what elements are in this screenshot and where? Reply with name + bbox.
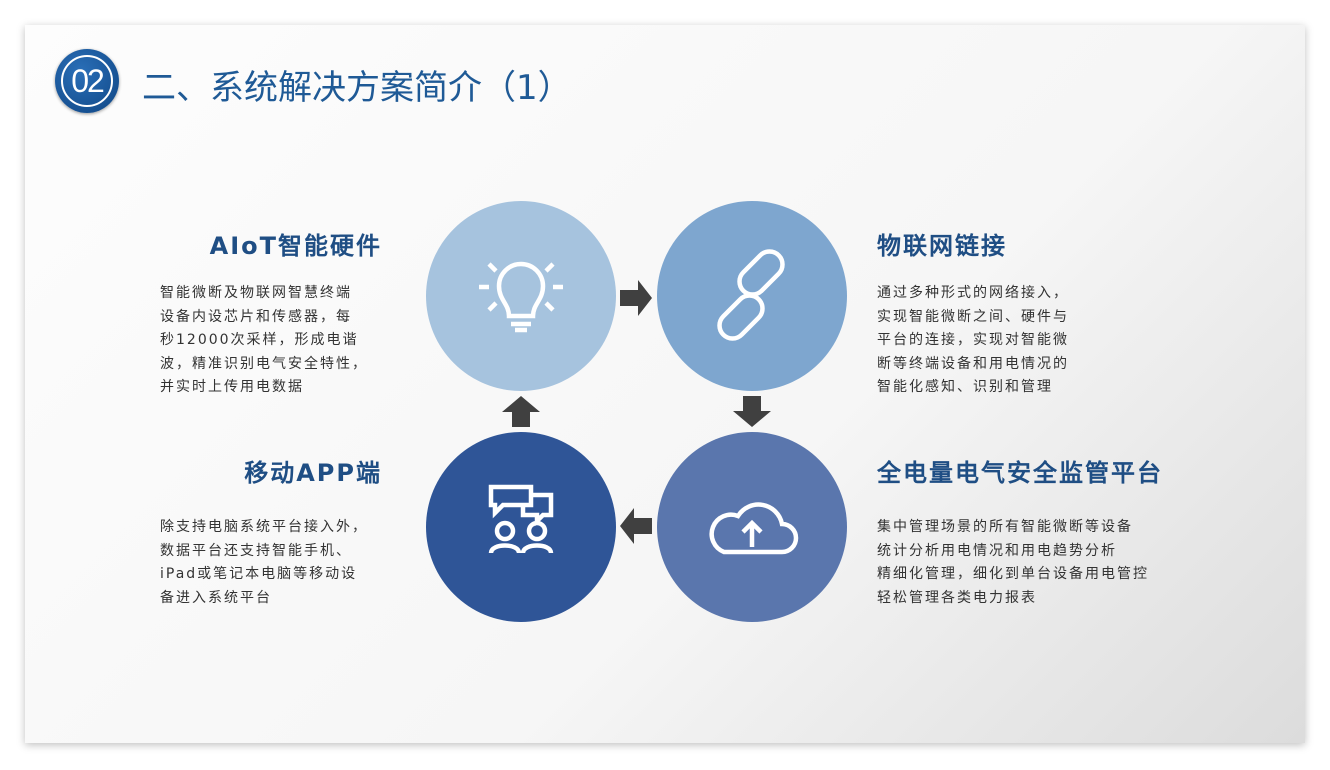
arrow-down-icon [733, 396, 771, 427]
text-line: 集中管理场景的所有智能微断等设备 [877, 519, 1133, 535]
app-heading: 移动APP端 [244, 459, 382, 487]
iot-heading: 物联网链接 [877, 232, 1007, 260]
text-line: 断等终端设备和用电情况的 [877, 355, 1069, 372]
arrow-left-icon [620, 508, 652, 544]
text-line: iPad或笔记本电脑等移动设 [160, 566, 358, 582]
iot-description: 通过多种形式的网络接入， 实现智能微断之间、硬件与 平台的连接，实现对智能微 断… [877, 282, 1069, 400]
aiot-heading: AIoT智能硬件 [209, 232, 382, 260]
text-line: 设备内设芯片和传感器，每 [160, 308, 352, 325]
app-description: 除支持电脑系统平台接入外， 数据平台还支持智能手机、 iPad或笔记本电脑等移动… [160, 516, 368, 610]
text-line: 智能微断及物联网智慧终端 [160, 285, 352, 301]
text-line: 统计分析用电情况和用电趋势分析 [877, 542, 1117, 559]
text-line: 秒12000次采样，形成电谐 [160, 332, 359, 348]
app-circle [426, 432, 616, 622]
text-line: 实现智能微断之间、硬件与 [877, 308, 1069, 325]
text-line: 波，精准识别电气安全特性， [160, 355, 368, 372]
text-line: 备进入系统平台 [160, 589, 272, 606]
users-chat-icon [488, 484, 554, 554]
section-number: 02 [61, 55, 113, 107]
text-line: 智能化感知、识别和管理 [877, 379, 1053, 395]
arrow-right-icon [620, 280, 652, 316]
text-line: 轻松管理各类电力报表 [877, 589, 1037, 606]
arrow-up-icon [502, 396, 540, 427]
cloud-upload-icon [709, 502, 799, 555]
text-line: 并实时上传用电数据 [160, 379, 304, 395]
slide [25, 25, 1305, 743]
text-line: 通过多种形式的网络接入， [877, 285, 1069, 301]
text-line: 除支持电脑系统平台接入外， [160, 519, 368, 535]
platform-heading: 全电量电气安全监管平台 [877, 459, 1163, 487]
aiot-circle [426, 201, 616, 391]
platform-description: 集中管理场景的所有智能微断等设备 统计分析用电情况和用电趋势分析 精细化管理，细… [877, 516, 1149, 610]
platform-circle [657, 432, 847, 622]
page-title: 二、系统解决方案简介（1） [142, 68, 572, 108]
iot-circle [657, 201, 847, 391]
text-line: 数据平台还支持智能手机、 [160, 542, 352, 559]
text-line: 平台的连接，实现对智能微 [877, 332, 1069, 348]
text-line: 精细化管理，细化到单台设备用电管控 [877, 566, 1149, 582]
lightbulb-icon [479, 261, 563, 333]
section-number-badge: 02 [55, 49, 119, 113]
link-icon [717, 249, 785, 341]
aiot-description: 智能微断及物联网智慧终端 设备内设芯片和传感器，每 秒12000次采样，形成电谐… [160, 282, 368, 400]
